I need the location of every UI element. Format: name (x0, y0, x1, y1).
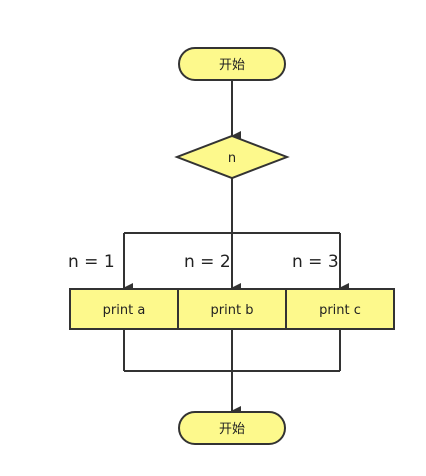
decision-node-label: n (228, 151, 236, 166)
branch-condition-3: n = 3 (292, 252, 339, 272)
start-node (178, 47, 286, 81)
process-node-1-label: print a (103, 303, 146, 318)
process-node-3 (285, 288, 395, 330)
decision-node (174, 134, 290, 180)
end-node (178, 411, 286, 445)
branch-condition-2: n = 2 (184, 252, 231, 272)
process-node-2-label: print b (211, 303, 254, 318)
start-node-label: 开始 (219, 58, 245, 73)
branch-condition-1: n = 1 (68, 252, 115, 272)
process-node-3-label: print c (319, 303, 361, 318)
end-node-label: 开始 (219, 422, 245, 437)
